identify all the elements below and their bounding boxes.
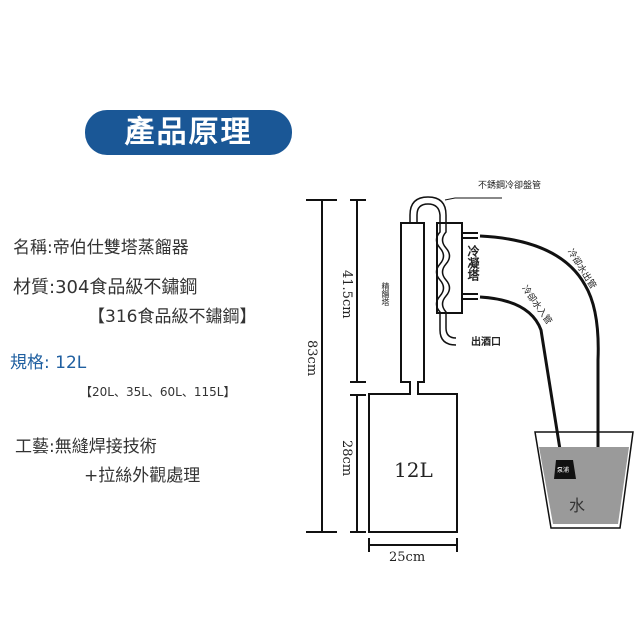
spec-craft: 工藝:無縫焊接技術 bbox=[15, 437, 157, 457]
condenser-label: 冷凝塔 bbox=[466, 245, 480, 281]
water-out-tube bbox=[479, 234, 600, 498]
dim-width: 25cm bbox=[389, 550, 426, 565]
coil-label: 不銹鋼冷卻盤管 bbox=[478, 181, 542, 191]
spec-size: 規格: 12L bbox=[10, 353, 87, 373]
condenser-ports bbox=[462, 232, 478, 300]
spec-craft-extra: +拉絲外觀處理 bbox=[84, 466, 201, 486]
water-container bbox=[534, 431, 634, 529]
water-label: 水 bbox=[569, 496, 586, 515]
spec-name: 名稱:帝伯仕雙塔蒸餾器 bbox=[13, 238, 189, 258]
dimension-lines bbox=[306, 199, 458, 552]
title-badge: 產品原理 bbox=[85, 110, 292, 155]
water-in-tube bbox=[479, 295, 564, 463]
spec-size-options: 【20L、35L、60L、115L】 bbox=[80, 385, 236, 399]
pump-icon bbox=[554, 460, 576, 479]
tank-label: 12L bbox=[394, 458, 433, 482]
column-and-tank bbox=[368, 222, 458, 533]
condenser bbox=[436, 222, 463, 314]
dim-total: 83cm bbox=[304, 340, 319, 377]
dim-column: 41.5cm bbox=[339, 270, 354, 319]
spec-material-alt: 【316食品級不鏽鋼】 bbox=[88, 307, 257, 327]
cooling-coil bbox=[409, 196, 457, 339]
dim-tank: 28cm bbox=[339, 440, 354, 477]
outlet-label: 出酒口 bbox=[471, 337, 501, 348]
spec-material: 材質:304食品級不鏽鋼 bbox=[13, 277, 198, 298]
coil-leader-line bbox=[444, 197, 502, 201]
column-label: 精餾塔 bbox=[381, 282, 390, 306]
pump-label: 泵浦 bbox=[557, 467, 570, 474]
